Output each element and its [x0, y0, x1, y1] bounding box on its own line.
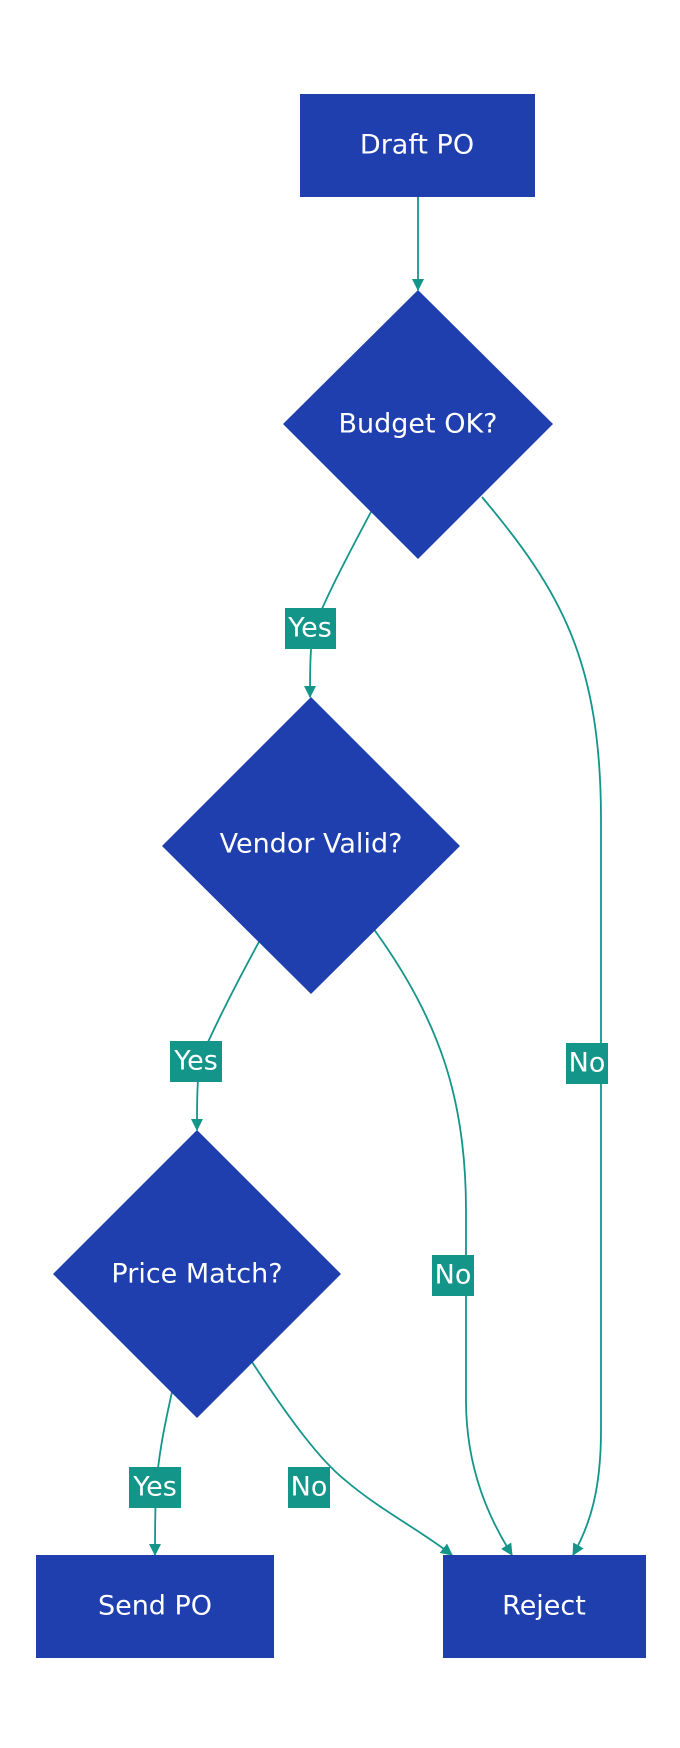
node-budget-ok: Budget OK?	[283, 290, 553, 559]
node-vendor-valid: Vendor Valid?	[162, 697, 460, 994]
node-label-reject: Reject	[502, 1591, 586, 1622]
edge-label-text: No	[291, 1472, 328, 1503]
node-label-send-po: Send PO	[98, 1591, 212, 1622]
edge-budget-to-vendor	[304, 509, 373, 698]
node-label-vendor-valid: Vendor Valid?	[220, 829, 403, 860]
edge-label-text: Yes	[287, 613, 332, 644]
edge-vendor-to-reject	[372, 927, 513, 1556]
edge-label-vendor-yes: Yes	[170, 1041, 222, 1082]
edge-label-text: Yes	[132, 1472, 177, 1503]
edge-price-to-reject	[251, 1361, 453, 1556]
edge-label-text: No	[435, 1260, 472, 1291]
node-label-budget-ok: Budget OK?	[339, 409, 498, 440]
edge-budget-to-reject	[481, 496, 602, 1556]
edge-label-budget-no: No	[566, 1043, 608, 1084]
node-price-match: Price Match?	[53, 1130, 341, 1418]
edge-label-price-yes: Yes	[129, 1467, 181, 1508]
edge-labels: Yes No Yes No Yes No	[129, 608, 608, 1508]
edge-vendor-to-price	[191, 939, 261, 1131]
edge-label-price-no: No	[288, 1467, 330, 1508]
node-reject: Reject	[443, 1555, 646, 1658]
nodes: Draft PO Budget OK? Vendor Valid? Price …	[36, 94, 646, 1658]
node-send-po: Send PO	[36, 1555, 274, 1658]
node-draft-po: Draft PO	[300, 94, 535, 197]
edge-label-vendor-no: No	[432, 1255, 474, 1296]
node-label-price-match: Price Match?	[111, 1259, 282, 1290]
edge-label-text: No	[569, 1048, 606, 1079]
edge-label-text: Yes	[173, 1046, 218, 1077]
node-label-draft-po: Draft PO	[360, 130, 474, 161]
edge-label-budget-yes: Yes	[285, 608, 336, 649]
